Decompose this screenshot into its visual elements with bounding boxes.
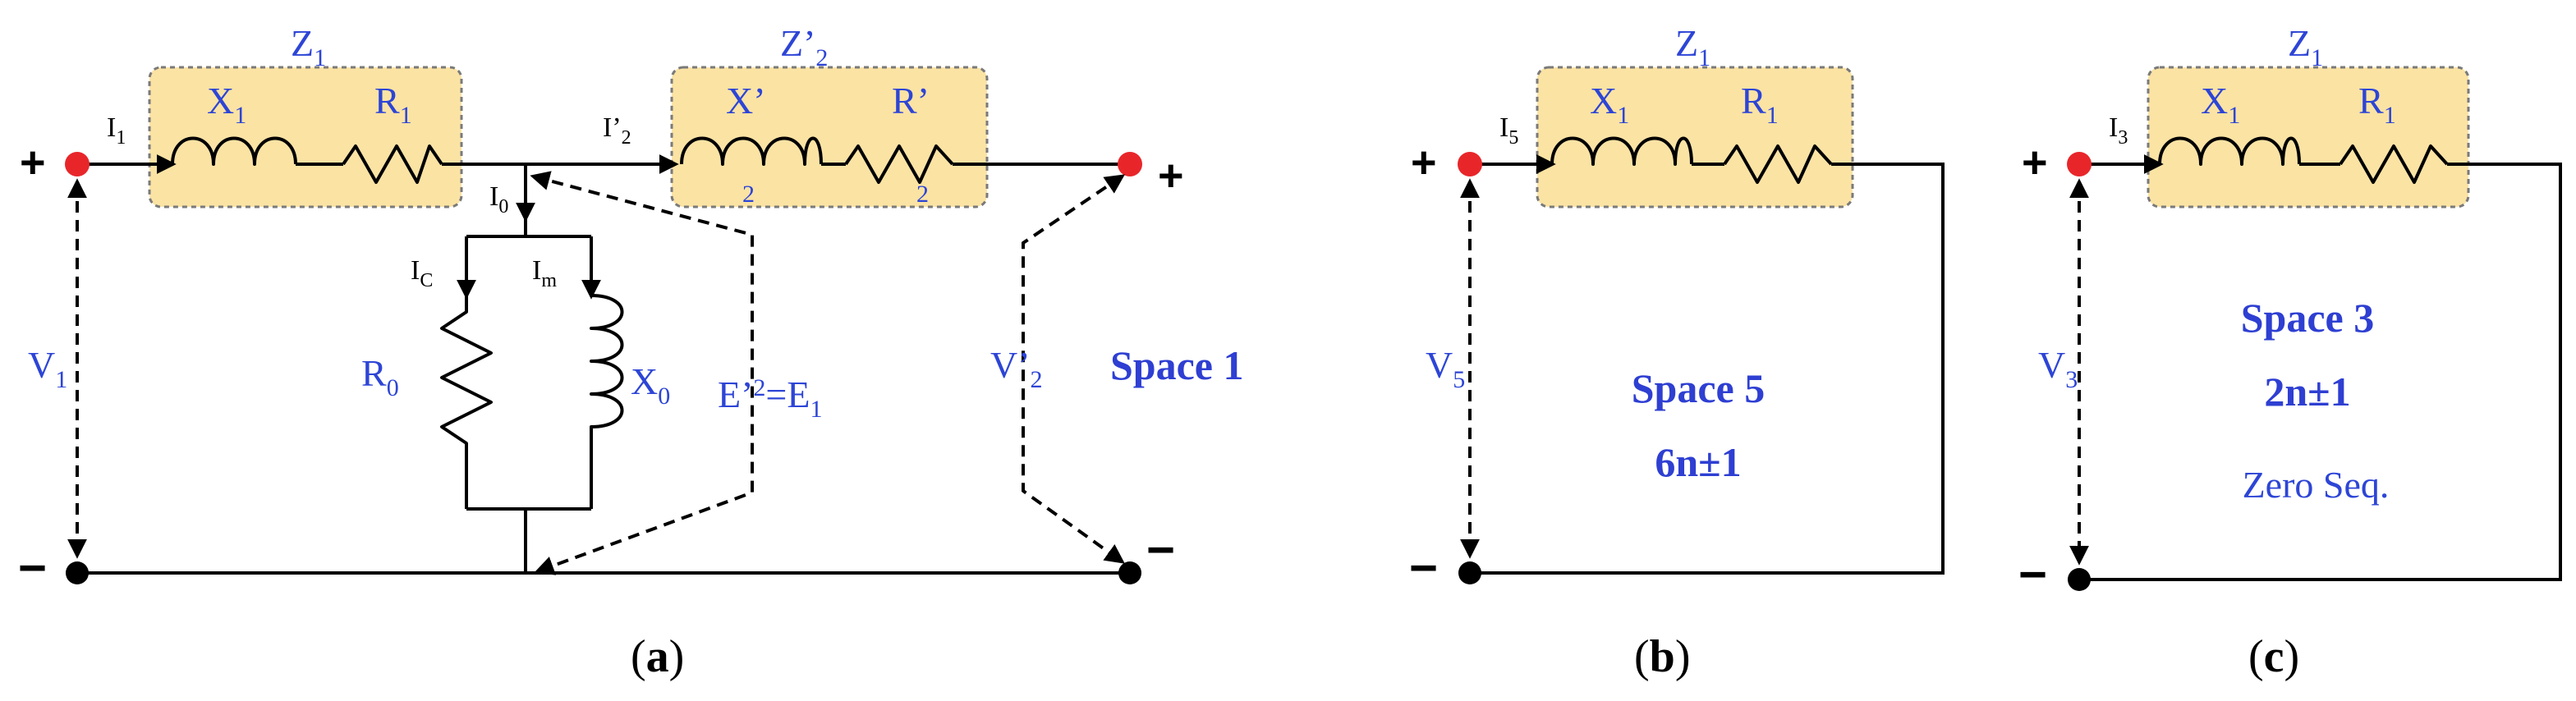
panel-c: Z1 X1 R1 I3 V3 Space 3 2n±1 Zero Seq. + … [2018, 22, 2562, 682]
terminal-output-plus [1118, 152, 1142, 176]
plus-sign-b: + [1411, 138, 1437, 187]
r1-resistor-b [1723, 144, 1833, 184]
panel-a: Z1 Z’2 X1 R1 X’ 2 R’ 2 I1 I’2 I0 IC Im R… [18, 22, 1244, 682]
panel-b: Z1 X1 R1 I5 V5 Space 5 6n±1 + − (b) [1409, 22, 1945, 682]
v2-label: V’2 [990, 344, 1043, 393]
i1-label: I1 [107, 112, 126, 149]
r1-label: R1 [374, 80, 412, 129]
z1-box-b [1536, 66, 1854, 208]
plus-sign-input: + [20, 138, 46, 187]
x0-label: X0 [631, 360, 670, 410]
x2-label: X’ [726, 80, 766, 121]
minus-sign-c: − [2018, 547, 2047, 602]
v5-label: V5 [1426, 344, 1465, 393]
i3-label: I3 [2109, 112, 2128, 149]
space5-label: Space 5 [1632, 365, 1766, 411]
z1-label-b: Z1 [1675, 22, 1710, 71]
x2-sub-label: 2 [742, 181, 755, 208]
z1-label: Z1 [291, 22, 326, 71]
i5-label: I5 [1499, 112, 1518, 149]
space1-label: Space 1 [1110, 342, 1244, 388]
ic-label: IC [411, 255, 433, 291]
z2-box [670, 66, 989, 208]
e2-e1-label: E’2=E1 [718, 373, 822, 423]
r2-label: R’ [892, 80, 930, 121]
harmonic-order-c: 2n±1 [2264, 369, 2350, 415]
i0-label: I0 [489, 181, 508, 218]
i2-label: I’2 [603, 112, 631, 149]
terminal-plus-b [1458, 152, 1482, 176]
r2-sub-label: 2 [916, 181, 929, 208]
caption-a: (a) [631, 631, 684, 682]
v1-label: V1 [28, 344, 67, 393]
x2-inductor [680, 136, 823, 166]
x0-inductor [590, 294, 624, 509]
r1-label-b: R1 [1741, 80, 1779, 129]
r2-resistor [844, 144, 954, 184]
x1-inductor [171, 136, 297, 166]
z1-label-c: Z1 [2288, 22, 2323, 71]
r0-resistor [440, 296, 493, 509]
minus-sign-b: − [1409, 540, 1438, 595]
minus-sign-output: − [1146, 522, 1175, 577]
space3-label: Space 3 [2241, 295, 2375, 341]
harmonic-order-b: 6n±1 [1655, 439, 1741, 485]
z2-label: Z’2 [780, 22, 828, 71]
r1-resistor-c [2339, 144, 2449, 184]
terminal-input-minus [66, 561, 89, 584]
r0-label: R0 [361, 352, 399, 401]
terminal-input-plus [65, 152, 90, 176]
x1-label-b: X1 [1590, 80, 1629, 129]
terminal-minus-c [2068, 568, 2091, 591]
x1-label-c: X1 [2201, 80, 2240, 129]
zero-seq-label: Zero Seq. [2243, 464, 2390, 506]
wire-loop-c [2079, 163, 2562, 581]
r1-label-c: R1 [2358, 80, 2396, 129]
x1-inductor-b [1550, 136, 1693, 166]
x1-label: X1 [207, 80, 246, 129]
v2-arrow [1022, 174, 1125, 564]
terminal-minus-b [1458, 561, 1481, 584]
im-label: Im [532, 255, 557, 291]
shunt-top-bus [466, 218, 591, 238]
x1-inductor-c [2158, 136, 2301, 166]
wire-loop-b [1470, 163, 1945, 575]
shunt-bottom-bus [466, 507, 591, 573]
z1-box-c [2147, 66, 2470, 208]
caption-c: (c) [2248, 631, 2299, 682]
plus-sign-c: + [2022, 138, 2048, 187]
r1-resistor [342, 144, 443, 184]
minus-sign-input: − [18, 540, 47, 595]
plus-sign-output: + [1158, 151, 1184, 200]
caption-b: (b) [1634, 631, 1690, 682]
terminal-output-minus [1118, 561, 1141, 584]
terminal-plus-c [2067, 152, 2092, 176]
v3-label: V3 [2038, 344, 2078, 393]
